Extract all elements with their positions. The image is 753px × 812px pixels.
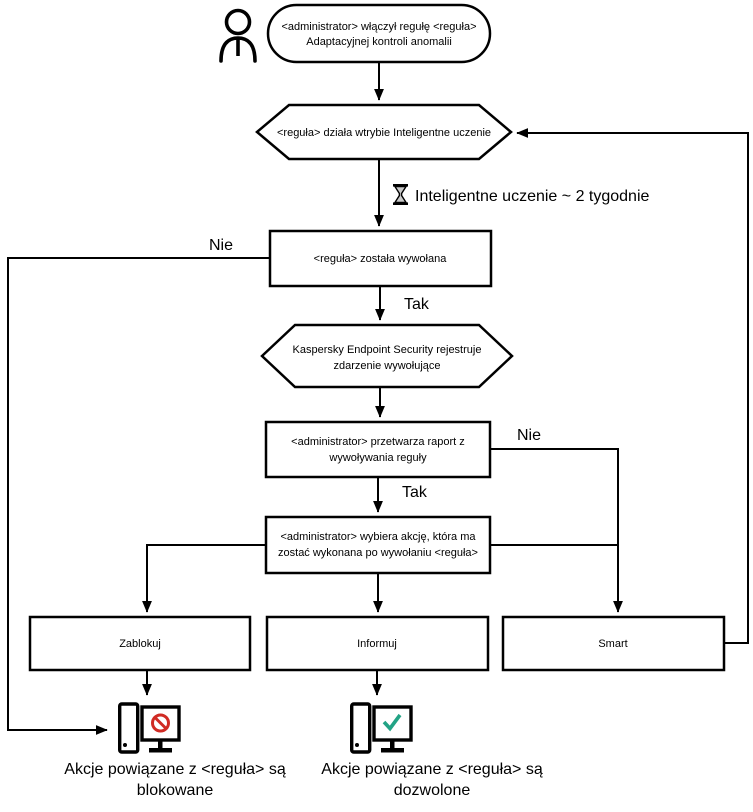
arrow-no-loop-to-blocked [7,257,270,735]
rule-triggered-text: <reguła> została wywołana [314,253,448,265]
connectors [7,62,749,735]
action-block-label: Zablokuj [119,638,161,650]
register-event-line1: Kaspersky Endpoint Security rejestruje [293,344,482,356]
rule-triggered-box: <reguła> została wywołana [268,229,493,288]
choose-action-box: <administrator> wybiera akcję, która ma … [264,515,492,575]
choose-action-line1: <administrator> wybiera akcję, która ma [280,531,476,543]
hourglass-icon [393,184,408,205]
smart-mode-hexagon: <reguła> działa wtrybie Inteligentne ucz… [255,103,513,161]
action-box-inform: Informuj [265,615,490,672]
blocked-computer-icon [118,702,181,754]
branch-yes-bottom-label: Tak [402,484,428,501]
arrow-report-no-to-smart [490,448,623,613]
outcome-blocked-text: Akcje powiązane z <reguła> są blokowane [64,761,286,799]
branch-yes-top-label: Tak [404,296,430,313]
arrow-choose-to-block [142,544,266,613]
allowed-computer-icon [350,702,413,754]
process-report-line2: wywoływania reguły [328,452,427,464]
action-inform-label: Informuj [357,638,397,650]
prohibition-sign [151,713,170,733]
smart-mode-text: <reguła> działa wtrybie Inteligentne ucz… [277,127,491,139]
outcome-blocked-line2: blokowane [137,782,214,799]
action-box-smart: Smart [501,615,726,672]
start-node-line2: Adaptacyjnej kontroli anomalii [306,36,452,48]
branch-no-right-label: Nie [517,427,541,444]
process-report-box: <administrator> przetwarza raport z wywo… [264,420,492,479]
person-icon [219,8,257,63]
learning-duration-note: Inteligentne uczenie ~ 2 tygodnie [415,188,650,205]
action-box-block: Zablokuj [28,615,252,672]
check-icon [382,713,402,732]
outcome-allowed-line1: Akcje powiązane z <reguła> są [321,761,543,778]
register-event-hexagon: Kaspersky Endpoint Security rejestruje z… [260,323,514,389]
start-node-line1: <administrator> włączył regułę <reguła> [281,21,476,33]
choose-action-line2: zostać wykonana po wywołaniu <reguła> [278,547,478,559]
process-report-line1: <administrator> przetwarza raport z [291,436,465,448]
action-smart-label: Smart [598,638,627,650]
outcome-blocked-line1: Akcje powiązane z <reguła> są [64,761,286,778]
outcome-allowed-line2: dozwolone [394,782,471,799]
outcome-allowed-text: Akcje powiązane z <reguła> są dozwolone [321,761,543,799]
branch-no-left-label: Nie [209,237,233,254]
register-event-line2: zdarzenie wywołujące [334,360,441,372]
arrow-smart-loopback [516,128,749,644]
start-node: <administrator> włączył regułę <reguła> … [266,3,492,64]
